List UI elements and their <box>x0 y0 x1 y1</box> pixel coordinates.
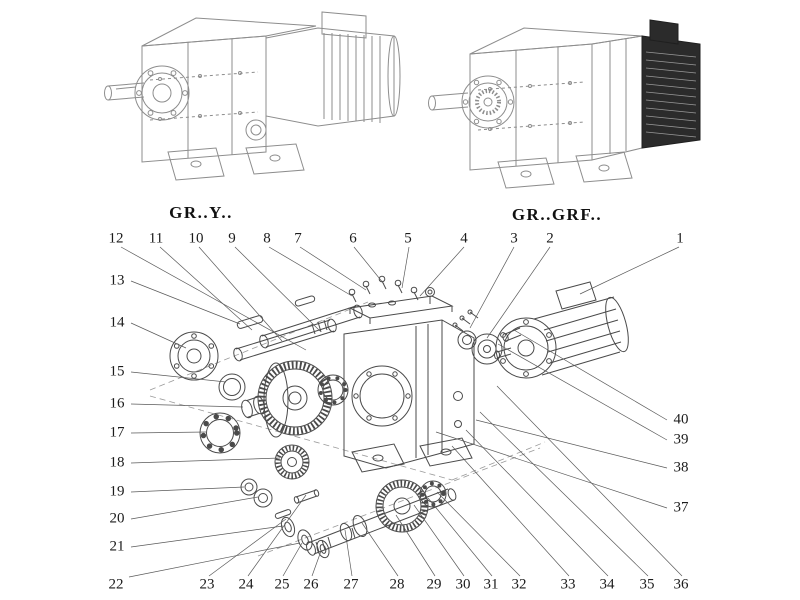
callout-4: 4 <box>460 230 468 247</box>
callout-28: 28 <box>389 576 405 593</box>
callout-18: 18 <box>109 454 125 471</box>
medium-gear-part <box>274 444 310 480</box>
callout-40: 40 <box>673 411 689 428</box>
callout-25: 25 <box>274 576 290 593</box>
callout-38: 38 <box>673 459 689 476</box>
callout-21: 21 <box>109 538 125 555</box>
callout-13: 13 <box>109 272 125 289</box>
callout-7: 7 <box>294 230 302 247</box>
construction-lines <box>149 301 546 557</box>
input-pinion-parts <box>233 295 363 362</box>
callout-14: 14 <box>109 314 125 331</box>
callout-31: 31 <box>483 576 499 593</box>
callout-33: 33 <box>560 576 576 593</box>
washer-parts <box>240 478 330 559</box>
motor-part <box>494 281 629 379</box>
callout-35: 35 <box>639 576 655 593</box>
callout-26: 26 <box>303 576 319 593</box>
callout-3: 3 <box>510 230 518 247</box>
gearmotor-drawing-gr-y <box>104 11 401 181</box>
leader-lines <box>120 246 683 578</box>
small-bearing-part <box>317 374 349 406</box>
callout-29: 29 <box>426 576 442 593</box>
model-label-gr-y: GR..Y.. <box>169 203 233 222</box>
callout-36: 36 <box>673 576 689 593</box>
callout-22: 22 <box>108 576 124 593</box>
gearmotor-drawing-gr-grf <box>428 19 701 189</box>
callout-16: 16 <box>109 395 125 412</box>
housing-part <box>343 295 475 473</box>
callout-15: 15 <box>109 363 125 380</box>
callout-30: 30 <box>455 576 471 593</box>
callout-5: 5 <box>404 230 412 247</box>
callout-39: 39 <box>673 431 689 448</box>
callout-2: 2 <box>546 230 554 247</box>
callout-9: 9 <box>228 230 236 247</box>
callout-20: 20 <box>109 510 125 527</box>
callout-19: 19 <box>109 483 125 500</box>
exploded-view-drawing <box>149 275 629 559</box>
callout-17: 17 <box>109 424 125 441</box>
callout-6: 6 <box>349 230 357 247</box>
callout-12: 12 <box>108 230 124 247</box>
callout-11: 11 <box>148 230 164 247</box>
callout-24: 24 <box>238 576 254 593</box>
cover-bolts-parts <box>348 275 435 308</box>
coupling-flange-parts <box>452 309 522 365</box>
pin-and-key-parts <box>274 489 320 519</box>
model-label-gr-grf: GR..GRF.. <box>511 205 603 224</box>
callout-34: 34 <box>599 576 615 593</box>
ball-bearing-part <box>199 412 241 454</box>
callout-1: 1 <box>676 230 684 247</box>
seal-ring-part <box>218 373 246 401</box>
callout-23: 23 <box>199 576 215 593</box>
callout-37: 37 <box>673 499 689 516</box>
callout-32: 32 <box>511 576 527 593</box>
callout-27: 27 <box>343 576 359 593</box>
flange-disc-part <box>169 331 219 381</box>
helical-gear-part <box>257 360 333 438</box>
callout-10: 10 <box>188 230 204 247</box>
callout-8: 8 <box>263 230 271 247</box>
